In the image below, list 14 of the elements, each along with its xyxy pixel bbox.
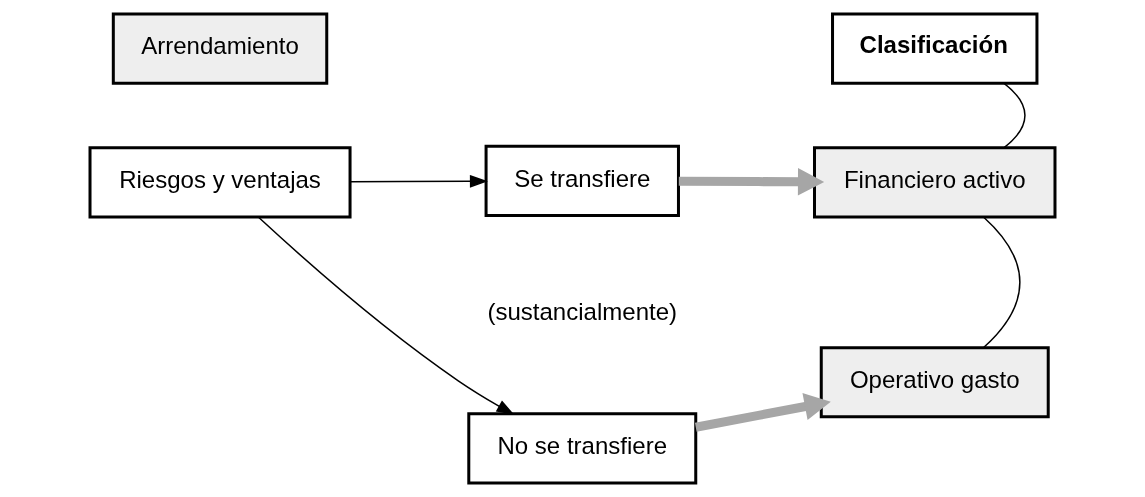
label: (sustancialmente): [487, 298, 678, 326]
arrow: [694, 393, 831, 432]
connector: [1003, 82, 1026, 149]
node-box: No se transfiere: [467, 412, 698, 485]
node-box: Se transfiere: [484, 144, 680, 217]
node-box: Operativo gasto: [819, 346, 1050, 419]
node-box: Clasificación: [831, 12, 1039, 85]
node-box: Financiero activo: [813, 146, 1057, 219]
arrow: [678, 168, 825, 196]
node-box: Riesgos y ventajas: [88, 146, 352, 219]
arrow: [257, 216, 515, 415]
connector: [982, 216, 1021, 349]
arrow: [349, 175, 488, 188]
node-box: Arrendamiento: [111, 12, 329, 85]
